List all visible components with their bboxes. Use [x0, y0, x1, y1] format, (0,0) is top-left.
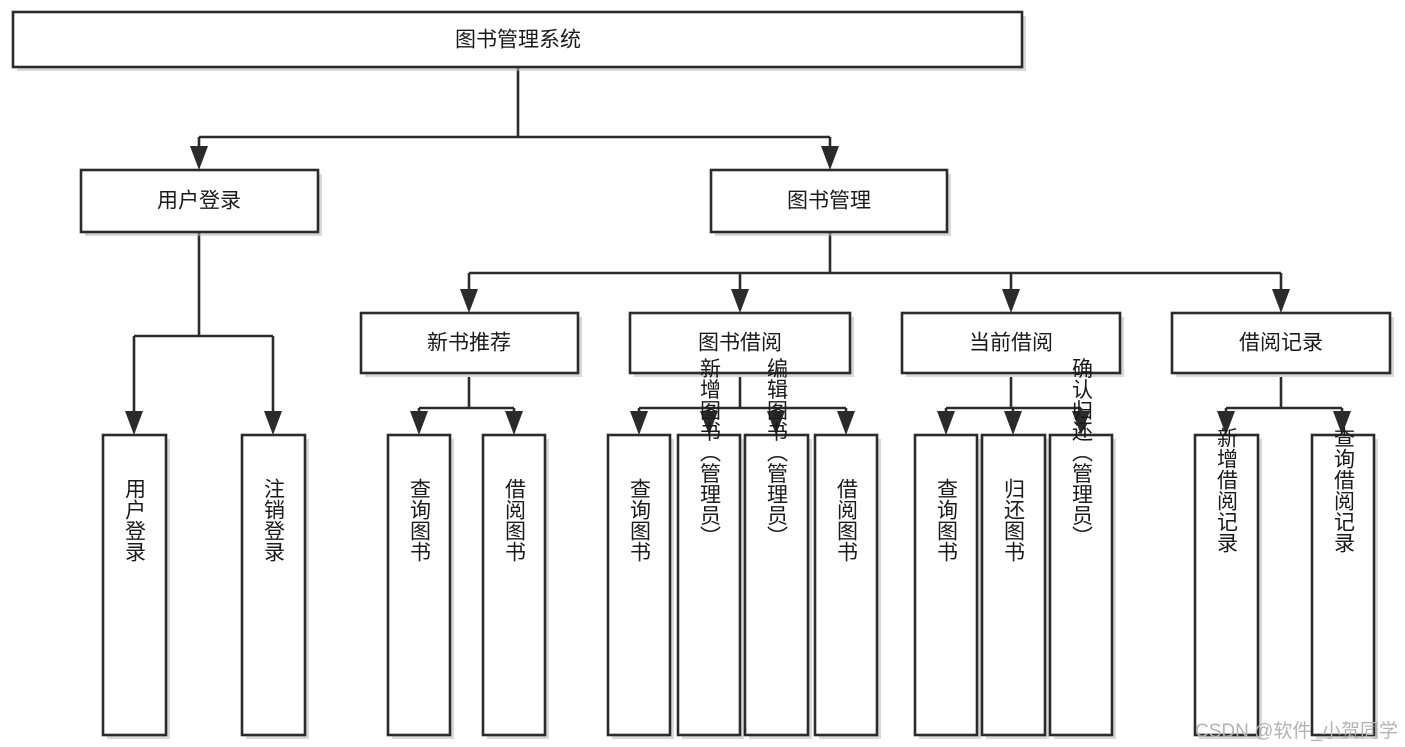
connector-layer [125, 67, 1351, 435]
node-leaf-add-book[interactable]: 新增图书（管理员） [676, 358, 744, 740]
node-leaf-logout-login[interactable]: 注销登录 [240, 433, 309, 739]
arrow-head-leaf-query-record [1333, 411, 1351, 435]
arrow-head-leaf-query-book-1 [410, 411, 428, 435]
node-book-manage[interactable]: 图书管理 [709, 168, 951, 236]
node-leaf-query-record[interactable]: 查询借阅记录 [1310, 427, 1378, 739]
node-leaf-return-book[interactable]: 归还图书 [980, 433, 1049, 739]
node-leaf-query-book-1-label: 查询图书 [408, 478, 432, 562]
node-new-book-rec[interactable]: 新书推荐 [359, 311, 582, 377]
node-leaf-borrow-book-1-box [481, 433, 547, 737]
node-leaf-query-book-2-label: 查询图书 [628, 478, 652, 562]
node-user-login[interactable]: 用户登录 [79, 168, 322, 236]
node-leaf-query-book-3[interactable]: 查询图书 [913, 433, 981, 739]
node-book-manage-label: 图书管理 [787, 190, 871, 213]
arrow-head-leaf-logout-login [264, 411, 282, 435]
node-borrow-record-box [1170, 311, 1392, 375]
node-book-manage-box [709, 168, 949, 234]
node-leaf-edit-book-box [743, 433, 810, 737]
node-root[interactable]: 图书管理系统 [11, 10, 1026, 71]
arrow-head-user-login [190, 146, 208, 170]
node-leaf-borrow-book-2[interactable]: 借阅图书 [813, 433, 881, 739]
arrow-head-leaf-query-book-3 [937, 411, 955, 435]
arrow-head-leaf-confirm-return [1072, 411, 1090, 435]
arrow-head-borrow-record [1272, 289, 1290, 313]
node-leaf-borrow-book-1[interactable]: 借阅图书 [481, 433, 549, 739]
node-leaf-user-login[interactable]: 用户登录 [101, 433, 170, 739]
node-leaf-query-book-2[interactable]: 查询图书 [606, 433, 674, 739]
node-leaf-query-book-3-label: 查询图书 [935, 478, 959, 562]
arrow-head-leaf-query-book-2 [630, 411, 648, 435]
node-leaf-user-login-box [101, 433, 168, 737]
arrow-head-leaf-user-login [125, 411, 143, 435]
watermark-label: CSDN @软件_小贺同学 [1195, 720, 1398, 742]
node-user-login-label: 用户登录 [157, 190, 241, 213]
node-borrow-record-label: 借阅记录 [1239, 332, 1323, 355]
node-user-login-box [79, 168, 320, 234]
node-current-borrow-box [900, 311, 1122, 375]
node-book-borrow-label: 图书借阅 [698, 332, 782, 355]
node-new-book-rec-label: 新书推荐 [427, 332, 511, 355]
node-leaf-borrow-book-2-label: 借阅图书 [835, 478, 859, 562]
node-leaf-user-login-label: 用户登录 [123, 478, 147, 562]
node-leaf-add-record-box [1193, 433, 1260, 737]
node-leaf-return-book-box [980, 433, 1047, 737]
node-leaf-confirm-return[interactable]: 确认归还（管理员） [1048, 358, 1116, 740]
arrow-head-leaf-return-book [1004, 411, 1022, 435]
arrow-head-leaf-borrow-book-2 [837, 411, 855, 435]
arrow-head-book-borrow [731, 289, 749, 313]
node-leaf-logout-login-label: 注销登录 [262, 478, 286, 562]
node-root-label: 图书管理系统 [455, 29, 581, 52]
node-current-borrow[interactable]: 当前借阅 [900, 311, 1124, 377]
arrow-head-current-borrow [1002, 289, 1020, 313]
node-book-borrow-box [628, 311, 852, 375]
arrow-head-leaf-add-record [1217, 411, 1235, 435]
node-leaf-borrow-book-1-label: 借阅图书 [503, 478, 527, 562]
node-book-borrow[interactable]: 图书借阅 [628, 311, 854, 377]
node-leaf-logout-login-box [240, 433, 307, 737]
arrow-head-leaf-add-book [700, 411, 718, 435]
node-leaf-query-book-1[interactable]: 查询图书 [386, 433, 454, 739]
node-leaf-borrow-book-2-box [813, 433, 879, 737]
node-leaf-edit-book-label: 编辑图书（管理员） [765, 358, 789, 547]
arrow-head-book-manage [821, 146, 839, 170]
node-borrow-record[interactable]: 借阅记录 [1170, 311, 1394, 377]
node-leaf-add-record-label: 新增借阅记录 [1215, 427, 1239, 553]
node-leaf-edit-book[interactable]: 编辑图书（管理员） [743, 358, 812, 740]
node-leaf-add-book-box [676, 433, 742, 737]
node-leaf-add-record[interactable]: 新增借阅记录 [1193, 427, 1262, 739]
node-current-borrow-label: 当前借阅 [969, 332, 1053, 355]
node-leaf-confirm-return-label: 确认归还（管理员） [1070, 358, 1094, 547]
arrow-head-new-book-rec [460, 289, 478, 313]
node-root-box [11, 10, 1024, 69]
node-leaf-query-record-label: 查询借阅记录 [1332, 427, 1356, 553]
node-leaf-confirm-return-box [1048, 433, 1114, 737]
node-leaf-query-record-box [1310, 433, 1376, 737]
node-leaf-query-book-1-box [386, 433, 452, 737]
node-new-book-rec-box [359, 311, 580, 375]
node-leaf-add-book-label: 新增图书（管理员） [698, 358, 722, 547]
node-leaf-return-book-label: 归还图书 [1002, 478, 1026, 562]
node-leaf-query-book-2-box [606, 433, 672, 737]
arrow-head-leaf-edit-book [767, 411, 785, 435]
node-leaf-query-book-3-box [913, 433, 979, 737]
arrow-head-leaf-borrow-book-1 [505, 411, 523, 435]
